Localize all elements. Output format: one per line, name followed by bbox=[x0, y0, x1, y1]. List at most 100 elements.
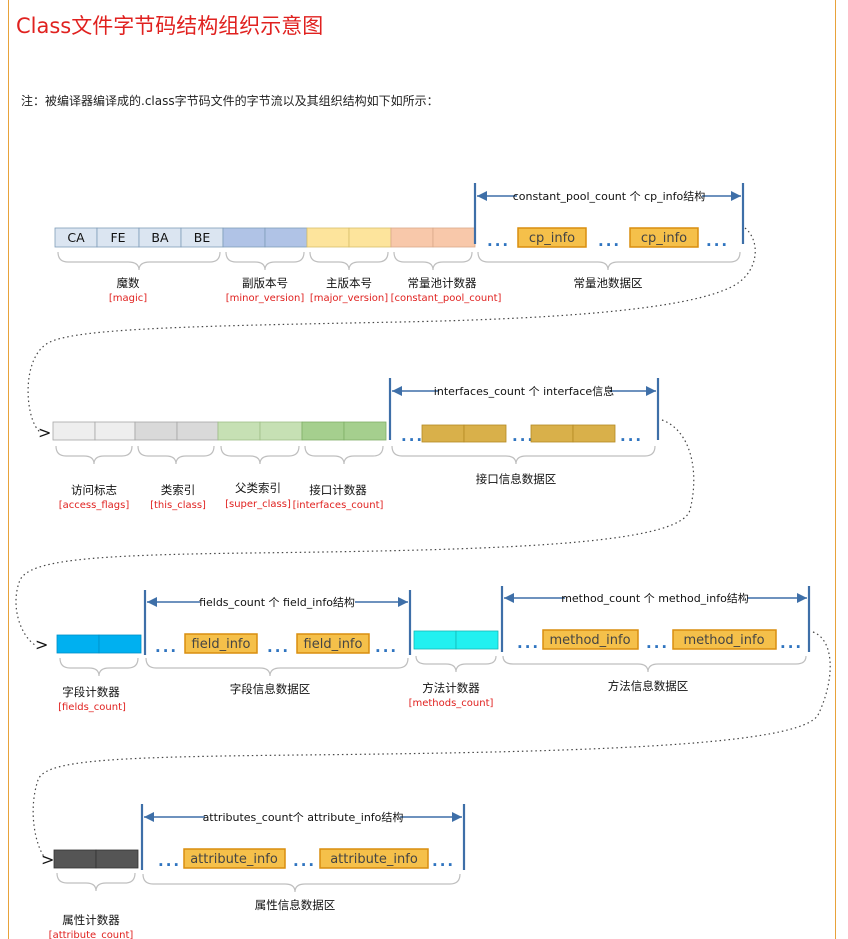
minor-label: 副版本号 bbox=[242, 276, 288, 290]
magic-byte-2: FE bbox=[110, 230, 125, 245]
f-ellipsis-2: ... bbox=[267, 638, 290, 656]
cp-ellipsis-3: ... bbox=[706, 232, 729, 250]
minor-cell-2 bbox=[264, 227, 308, 248]
m-count-brace bbox=[415, 655, 497, 673]
cp-span-arrow-right bbox=[731, 191, 741, 201]
if-span-text: interfaces_count 个 interface信息 bbox=[434, 384, 614, 398]
attribute-info-text-1: attribute_info bbox=[190, 852, 278, 867]
access-label: 访问标志 bbox=[71, 483, 117, 497]
m-span-text: method_count 个 method_info结构 bbox=[561, 591, 749, 605]
this-class-label: 类索引 bbox=[161, 483, 196, 497]
if-span-arrow-right bbox=[646, 386, 656, 396]
if-ellipsis-2: ... bbox=[512, 427, 535, 445]
m-count-label: 方法计数器 bbox=[422, 681, 480, 695]
if-item-1-cell-2 bbox=[463, 424, 507, 443]
f-span-arrow-right bbox=[398, 597, 408, 607]
method-info-box-1 bbox=[542, 629, 639, 650]
cp-count-cell-1 bbox=[390, 227, 434, 248]
connector-3 bbox=[32, 631, 831, 859]
field-info-text-1: field_info bbox=[192, 637, 251, 652]
cp-info-box-1 bbox=[517, 227, 587, 248]
field-info-box-1 bbox=[184, 633, 258, 654]
this-class-sub: [this_class] bbox=[150, 500, 206, 511]
major-sub: [major_version] bbox=[310, 293, 388, 304]
this-class-cell-1 bbox=[134, 421, 178, 441]
magic-byte-4: BE bbox=[194, 230, 211, 245]
if-item-2-cell-1 bbox=[530, 424, 574, 443]
f-span-text: fields_count 个 field_info结构 bbox=[199, 595, 355, 609]
f-area-brace bbox=[145, 657, 409, 677]
if-ellipsis-1: ... bbox=[401, 427, 424, 445]
m-area-brace bbox=[502, 655, 807, 673]
cp-info-text-1: cp_info bbox=[529, 231, 575, 246]
minor-sub: [minor_version] bbox=[226, 293, 305, 304]
m-ellipsis-3: ... bbox=[780, 634, 803, 652]
page-title: Class文件字节码结构组织示意图 bbox=[16, 14, 324, 38]
minor-cell-1 bbox=[222, 227, 266, 248]
if-item-1-cell-1 bbox=[421, 424, 465, 443]
f-ellipsis-1: ... bbox=[155, 638, 178, 656]
if-span-text-bg bbox=[438, 383, 610, 399]
magic-byte-3: BA bbox=[151, 230, 169, 245]
a-count-sub: [attribute_count] bbox=[49, 930, 134, 939]
access-cell-1 bbox=[52, 421, 96, 441]
magic-sub: [magic] bbox=[109, 293, 147, 304]
cp-count-cell-2 bbox=[432, 227, 476, 248]
minor-brace bbox=[225, 251, 305, 271]
super-class-sub: [super_class] bbox=[225, 499, 291, 510]
a-area-label: 属性信息数据区 bbox=[255, 898, 336, 912]
magic-label: 魔数 bbox=[117, 276, 140, 290]
cp-area-brace bbox=[477, 251, 741, 271]
cp-count-sub: [constant_pool_count] bbox=[391, 293, 502, 304]
if-area-label: 接口信息数据区 bbox=[476, 472, 557, 486]
cp-count-brace bbox=[393, 251, 473, 271]
if-count-brace bbox=[304, 445, 384, 465]
note-text: 注：被编译器编译成的.class字节码文件的字节流以及其组织结构如下如所示： bbox=[21, 94, 439, 108]
a-count-cell-2 bbox=[95, 849, 139, 869]
field-info-box-2 bbox=[296, 633, 370, 654]
m-span-text-bg bbox=[565, 590, 747, 606]
cp-ellipsis-1: ... bbox=[487, 232, 510, 250]
super-class-cell-2 bbox=[259, 421, 303, 441]
this-class-brace bbox=[137, 445, 215, 465]
page-frame bbox=[8, 0, 836, 939]
if-count-label: 接口计数器 bbox=[309, 483, 367, 497]
m-count-cell-1 bbox=[413, 630, 457, 650]
f-count-label: 字段计数器 bbox=[62, 685, 120, 699]
m-area-label: 方法信息数据区 bbox=[608, 679, 689, 693]
attribute-info-text-2: attribute_info bbox=[330, 852, 418, 867]
a-count-cell-1 bbox=[53, 849, 97, 869]
if-count-cell-1 bbox=[301, 421, 345, 441]
f-area-label: 字段信息数据区 bbox=[230, 682, 311, 696]
magic-byte-1: CA bbox=[67, 230, 85, 245]
if-count-cell-2 bbox=[343, 421, 387, 441]
if-span-arrow-left bbox=[392, 386, 402, 396]
m-span-arrow-left bbox=[504, 593, 514, 603]
cp-span-arrow-left bbox=[477, 191, 487, 201]
f-count-sub: [fields_count] bbox=[58, 702, 126, 713]
method-info-box-2 bbox=[672, 629, 777, 650]
a-area-brace bbox=[142, 873, 461, 893]
a-ellipsis-3: ... bbox=[432, 852, 455, 870]
a-ellipsis-2: ... bbox=[293, 852, 316, 870]
f-ellipsis-3: ... bbox=[375, 638, 398, 656]
a-span-arrow-left bbox=[144, 812, 154, 822]
m-span-arrow-right bbox=[797, 593, 807, 603]
if-count-sub: [interfaces_count] bbox=[293, 500, 384, 511]
method-info-text-2: method_info bbox=[683, 633, 764, 648]
cp-ellipsis-2: ... bbox=[598, 232, 621, 250]
cp-info-box-2 bbox=[629, 227, 699, 248]
major-label: 主版本号 bbox=[326, 276, 372, 290]
cp-span-text: constant_pool_count 个 cp_info结构 bbox=[513, 189, 706, 203]
m-count-sub: [methods_count] bbox=[409, 698, 494, 709]
row4: 属性计数器 [attribute_count] attributes_count… bbox=[49, 804, 466, 939]
a-span-arrow-right bbox=[452, 812, 462, 822]
major-cell-2 bbox=[348, 227, 392, 248]
a-span-text-bg bbox=[205, 809, 400, 825]
if-item-2-cell-2 bbox=[572, 424, 616, 443]
connector-2-arrow: > bbox=[35, 635, 48, 654]
row3: 字段计数器 [fields_count] fields_count 个 fiel… bbox=[56, 586, 811, 713]
cp-info-text-2: cp_info bbox=[641, 231, 687, 246]
access-cell-2 bbox=[94, 421, 136, 441]
major-brace bbox=[309, 251, 389, 271]
